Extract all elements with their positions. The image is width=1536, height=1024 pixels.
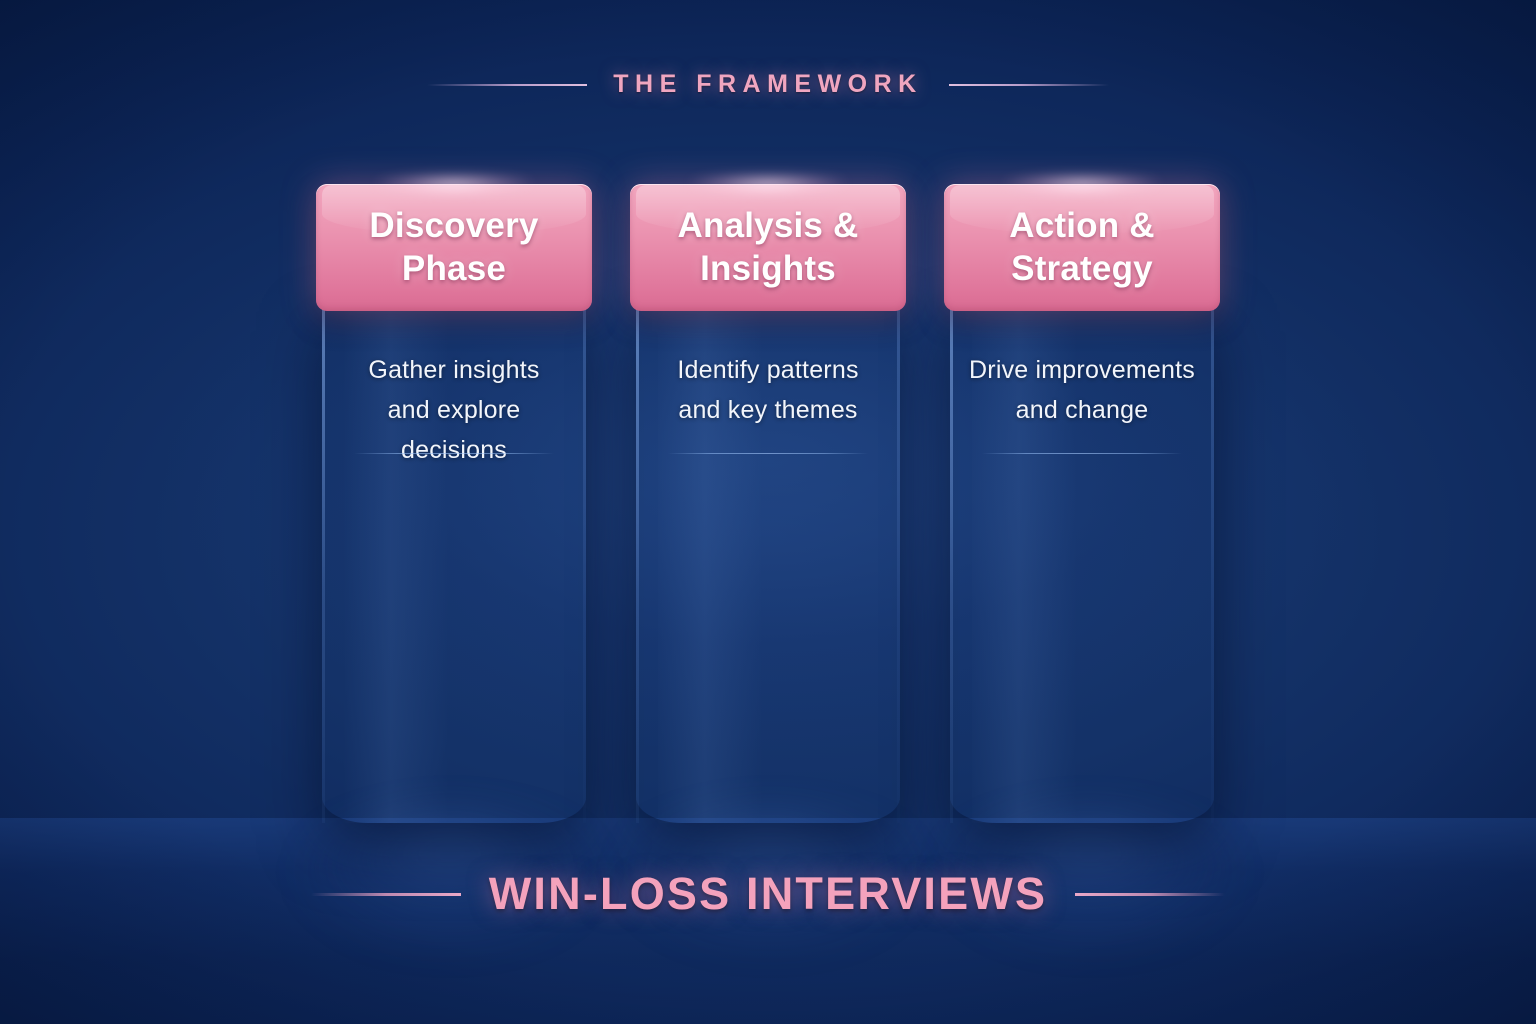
card-top-glow-3 [1004,175,1160,191]
footer-label: WIN-LOSS INTERVIEWS [488,868,1048,919]
floor-reflection [0,818,1536,1024]
floor-glow-1 [300,822,600,942]
column-divider-3 [981,453,1183,454]
column-description-2: Identify patterns and key themes [677,356,859,424]
column-description-3: Drive improvements and change [969,356,1195,424]
phase-card-title-3: Action & Strategy [1009,205,1155,288]
floor-glow-2 [620,822,920,942]
phase-card-3[interactable]: Action & Strategy [944,175,1220,311]
eyebrow-rule-right [948,83,1109,86]
header-eyebrow: THE FRAMEWORK [0,70,1536,99]
eyebrow-label: THE FRAMEWORK [613,70,923,98]
footer-rule-left [310,892,461,896]
card-top-glow-1 [376,175,532,191]
phase-card-1[interactable]: Discovery Phase [316,175,592,311]
floor-glow-3 [940,822,1240,942]
column-divider-2 [667,453,869,454]
footer-rule-right [1075,892,1226,896]
column-body-3: Drive improvements and change [950,305,1214,823]
eyebrow-rule-left [427,83,588,86]
phase-card-title-2: Analysis & Insights [677,205,859,288]
card-top-glow-2 [690,175,846,191]
column-divider-1 [353,453,555,454]
footer-banner: WIN-LOSS INTERVIEWS [0,868,1536,920]
phase-card-2[interactable]: Analysis & Insights [630,175,906,311]
column-description-1: Gather insights and explore decisions [368,356,540,464]
phase-card-title-1: Discovery Phase [369,205,539,288]
column-body-1: Gather insights and explore decisions [322,305,586,823]
column-body-2: Identify patterns and key themes [636,305,900,823]
